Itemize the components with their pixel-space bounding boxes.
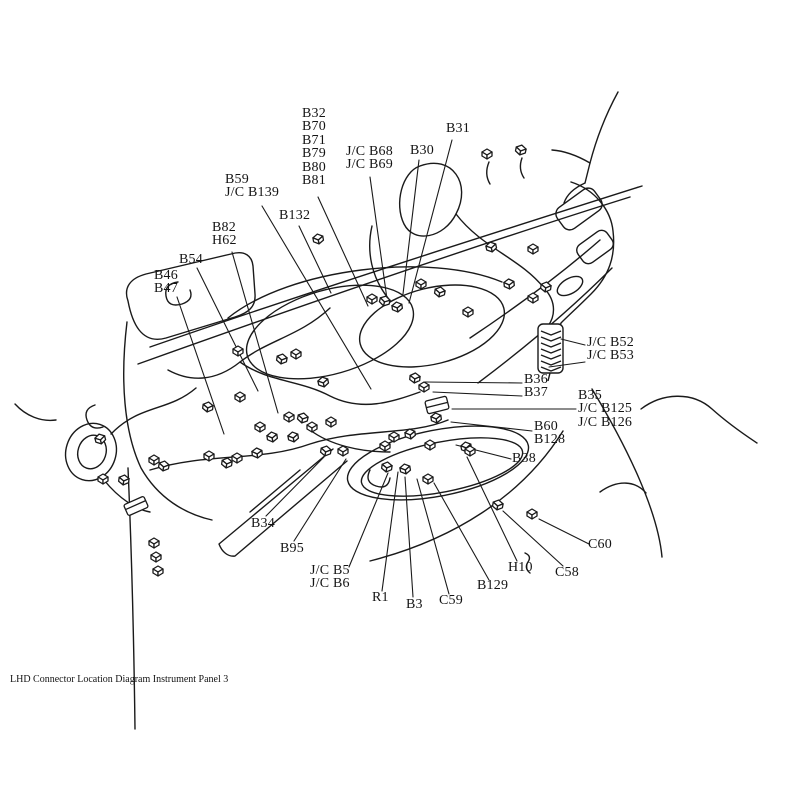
label-c59: C59 [439, 593, 463, 608]
label-jc-b68-b69: J/C B68 J/C B69 [346, 144, 393, 173]
label-jc-b52-b53: J/C B52 J/C B53 [587, 335, 634, 364]
label-b3: B3 [406, 597, 423, 612]
label-b95: B95 [280, 541, 304, 556]
label-b60-b128: B60 B128 [534, 419, 566, 448]
label-r1: R1 [372, 590, 389, 605]
dashboard-outline [14, 91, 758, 730]
diagram-caption: LHD Connector Location Diagram Instrumen… [10, 674, 229, 685]
label-b132: B132 [279, 208, 311, 223]
label-jc-b5-b6: J/C B5 J/C B6 [310, 563, 350, 592]
label-b38: B38 [512, 451, 536, 466]
large-connectors [123, 395, 450, 516]
label-b36-b37: B36 B37 [524, 372, 548, 401]
label-b34: B34 [251, 516, 275, 531]
label-b59-jc-b139: B59 J/C B139 [225, 172, 280, 201]
label-b31: B31 [446, 121, 470, 136]
label-c60: C60 [588, 537, 612, 552]
label-b46-b47: B46 B47 [154, 268, 178, 297]
label-h10: H10 [508, 560, 533, 575]
label-c58: C58 [555, 565, 579, 580]
label-b30: B30 [410, 143, 434, 158]
label-b82-h62: B82 H62 [212, 220, 237, 249]
label-b35-jc-b125-b126: B35 J/C B125 J/C B126 [578, 388, 633, 430]
label-b129: B129 [477, 578, 509, 593]
label-b54: B54 [179, 252, 203, 267]
label-b32-b70-b71-b79-b80-b81: B32 B70 B71 B79 B80 B81 [302, 106, 326, 189]
leader-lines [176, 139, 590, 598]
junction-block [537, 323, 564, 382]
